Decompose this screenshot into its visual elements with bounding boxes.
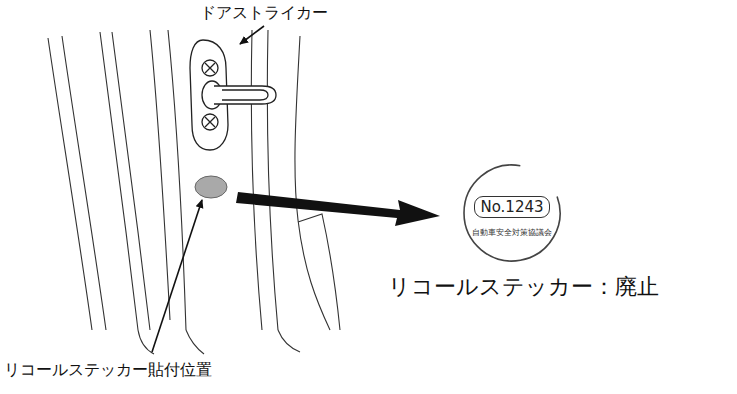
- leader-line: [240, 26, 264, 44]
- leader-line: [152, 200, 202, 352]
- note-text: リコールステッカー貼付位置: [4, 360, 212, 379]
- pointer-arrow: [236, 192, 440, 226]
- sticker-position-dot: [195, 176, 227, 198]
- sticker-issuer: 自動車安全対策協議会: [472, 227, 552, 238]
- part-name: ドアストライカー: [200, 3, 328, 22]
- sticker-number: No.1243: [474, 196, 549, 218]
- note-text: リコールステッカー：廃止: [388, 274, 659, 300]
- recall-sticker: No.1243 自動車安全対策協議会: [462, 163, 562, 263]
